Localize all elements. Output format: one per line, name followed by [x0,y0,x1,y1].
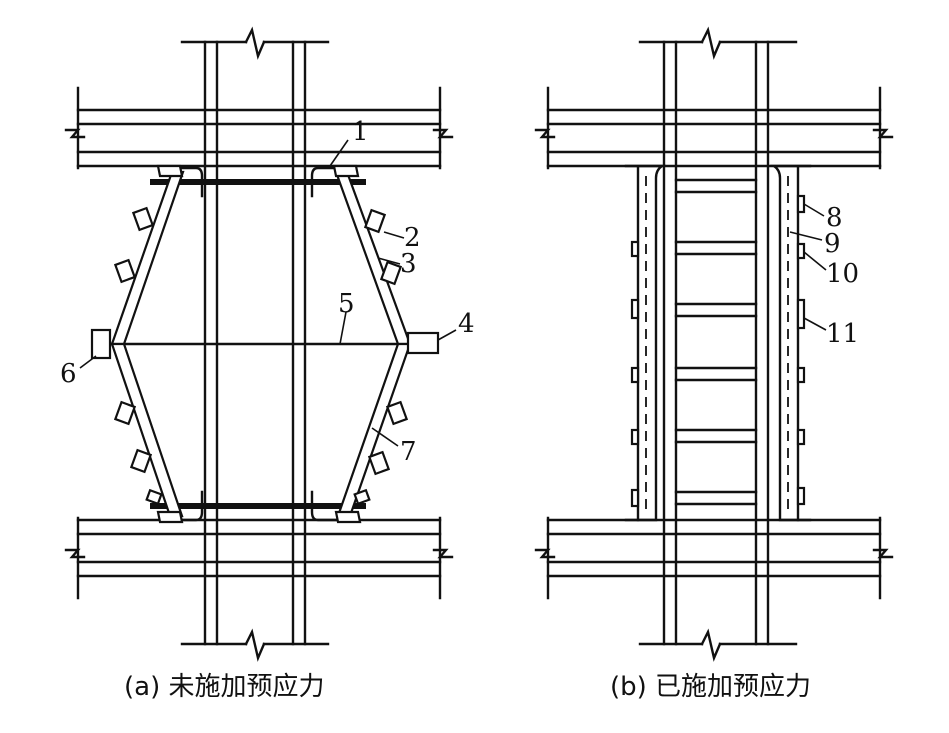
panel-b-column [638,26,798,662]
panel-b-bottom-beam [534,516,894,600]
panel-a-corner-brackets [158,166,352,522]
panel-a-inclined-struts [110,170,412,518]
callout-8: 8 [826,203,843,233]
panel-a-end-plates [156,164,362,524]
panel-b: 8 9 10 11 [534,26,894,662]
callout-2: 2 [404,223,421,253]
panel-a: 1 2 3 4 5 6 7 [60,26,475,662]
callout-4: 4 [458,309,475,339]
panel-a-top-beam [64,86,454,170]
caption-b: (b) 已施加预应力 [610,672,812,702]
panel-a-stiffener-plates [113,206,409,506]
callout-5: 5 [338,289,355,319]
callout-10: 10 [826,259,859,289]
callout-7: 7 [400,437,417,467]
callout-1: 1 [352,117,369,147]
panel-a-anchor-block-right [406,331,440,355]
callout-6: 6 [60,359,77,389]
callout-11: 11 [826,319,859,349]
caption-a: (a) 未施加预应力 [124,672,325,702]
panel-a-bottom-beam [64,516,454,600]
panel-b-top-beam [534,86,894,170]
panel-b-stiffeners [630,194,806,508]
panel-b-leader-lines [789,203,827,331]
callout-3: 3 [400,249,417,279]
panel-a-leader-lines [79,139,457,447]
panel-a-anchor-block-left [90,328,112,360]
callout-9: 9 [824,229,841,259]
panel-b-vertical-struts [624,164,812,522]
panel-b-rungs [674,178,758,506]
